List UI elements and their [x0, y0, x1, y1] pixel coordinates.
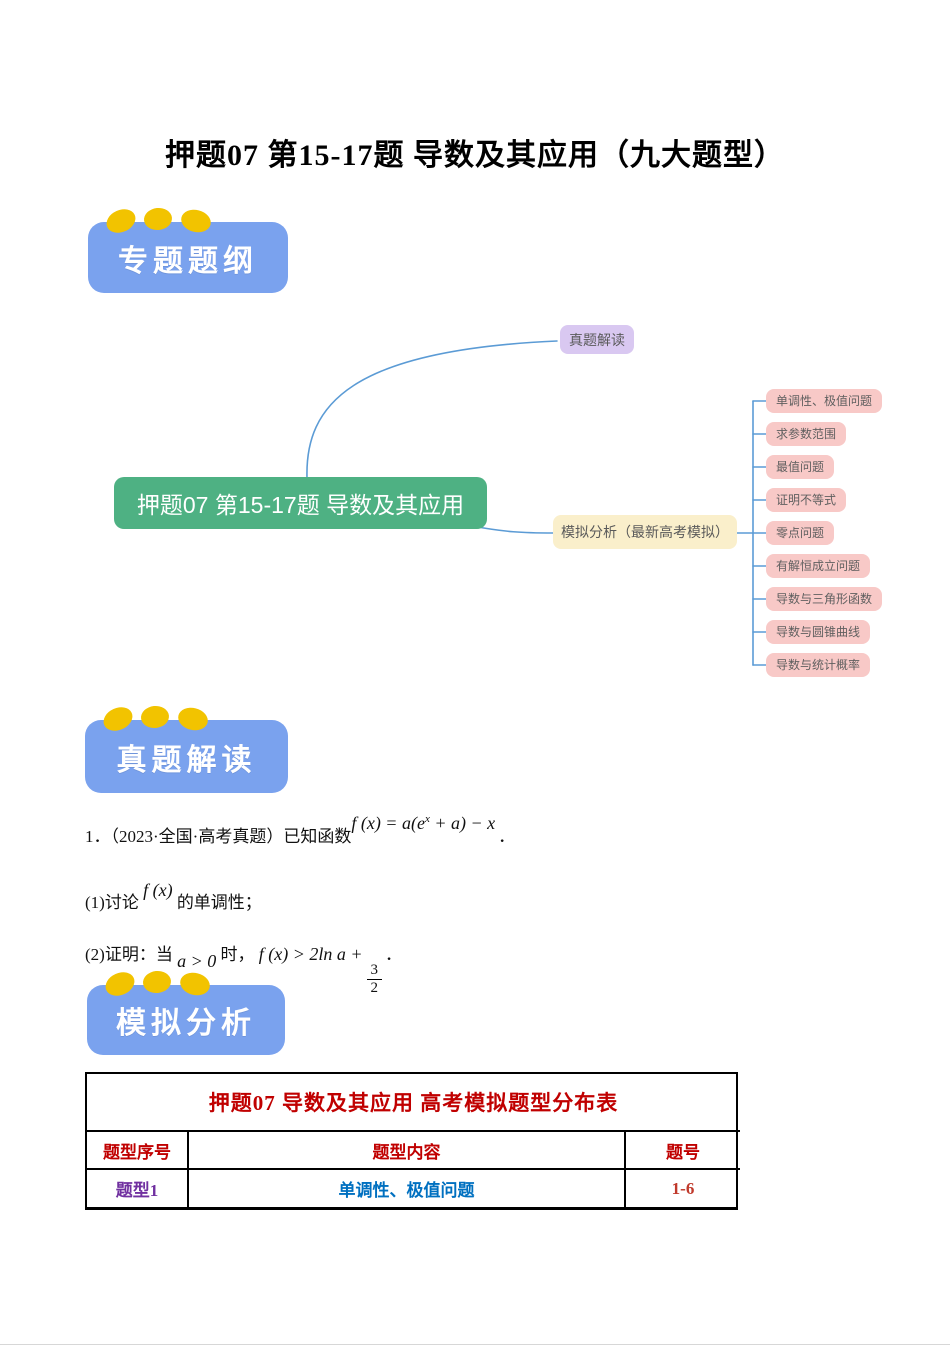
problem-source: （2023·全国·高考真题）已知函数 [110, 827, 352, 846]
mindmap-leaf-inequality-proof: 证明不等式 [766, 488, 847, 512]
table-row-type-no: 题型1 [87, 1168, 187, 1207]
table-row-question-range: 1-6 [624, 1168, 740, 1207]
mindmap-root-node: 押题07 第15-17题 导数及其应用 [114, 477, 487, 529]
claw-dot-icon [102, 204, 140, 238]
mindmap-leaf-trigonometric: 导数与三角形函数 [766, 587, 883, 611]
section-badge-outline: 专题题纲 [88, 204, 288, 293]
formula-fx: f (x) [143, 880, 173, 900]
page-title: 押题07 第15-17题 导数及其应用（九大题型） [165, 139, 785, 172]
mindmap-leaf-statistics: 导数与统计概率 [766, 653, 871, 677]
fraction-denominator: 2 [370, 980, 379, 997]
distribution-table: 押题07 导数及其应用 高考模拟题型分布表 题型序号 题型内容 题号 题型1 单… [85, 1072, 740, 1210]
fraction-numerator: 3 [366, 962, 383, 981]
mindmap-leaf-solvable-hold: 有解恒成立问题 [766, 554, 871, 578]
claw-dot-icon [139, 704, 171, 730]
claw-dot-icon [142, 206, 174, 232]
badge-outline-label: 专题题纲 [118, 244, 258, 278]
connector-root-to-mock [471, 525, 554, 534]
mindmap-branch-mock-analysis: 模拟分析（最新高考模拟） [553, 515, 737, 549]
section-badge-mock-analysis: 模拟分析 [87, 967, 285, 1055]
claw-dot-icon [99, 702, 137, 736]
connector-root-to-real [306, 340, 558, 479]
column-header-question-no: 题号 [624, 1130, 740, 1168]
part1-label: (1)讨论 [85, 893, 139, 912]
mindmap-branch-real-exam: 真题解读 [560, 325, 634, 354]
column-header-type-no: 题型序号 [87, 1130, 187, 1168]
part2-mid: 时， [220, 945, 255, 964]
mindmap-leaf-conic: 导数与圆锥曲线 [766, 620, 871, 644]
claw-dot-icon [178, 206, 214, 236]
problem-part-1: (1)讨论 f (x) 的单调性； [85, 880, 262, 913]
mindmap-leaf-monotonicity: 单调性、极值问题 [766, 389, 883, 413]
mindmap-leaf-parameter-range: 求参数范围 [766, 422, 847, 446]
problem-number: 1． [85, 827, 111, 846]
mindmap-leaf-extremum: 最值问题 [766, 455, 835, 479]
problem-line-main: 1．（2023·全国·高考真题）已知函数f (x) = a(ex + a) − … [85, 813, 516, 847]
claw-dot-icon [175, 704, 211, 734]
part1-tail: 的单调性； [176, 893, 262, 912]
formula-main: f (x) = a(ex + a) − x [351, 813, 496, 833]
condition-a-gt-0: a > 0 [177, 951, 217, 971]
table-title: 押题07 导数及其应用 高考模拟题型分布表 [208, 1091, 619, 1115]
badge-mock-analysis-label: 模拟分析 [116, 1007, 256, 1040]
part2-label: (2)证明：当 [85, 945, 173, 964]
period: ． [498, 827, 516, 846]
badge-real-exam-label: 真题解读 [116, 743, 257, 777]
column-header-type-content: 题型内容 [187, 1130, 624, 1168]
table-row-type-content: 单调性、极值问题 [187, 1168, 624, 1207]
mindmap-leaf-zero-point: 零点问题 [766, 521, 835, 545]
formula-inequality: f (x) > 2ln a + [258, 944, 363, 964]
section-badge-real-exam: 真题解读 [85, 702, 288, 793]
claw-dot-icon [141, 969, 173, 995]
period: ． [385, 945, 403, 964]
exponent-x: x [424, 813, 430, 825]
